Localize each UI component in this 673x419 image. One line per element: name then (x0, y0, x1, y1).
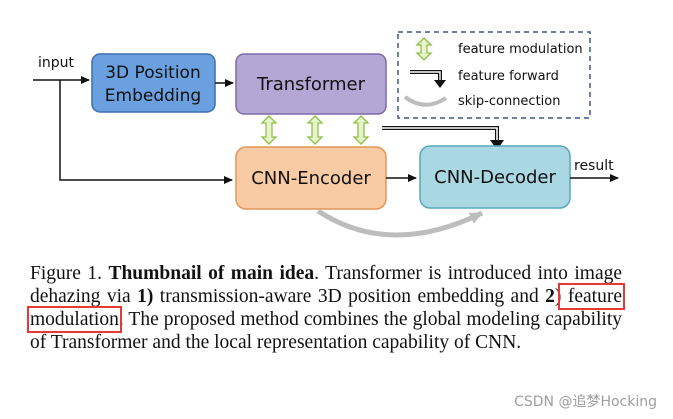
legend: feature modulation feature forward skip-… (397, 31, 591, 119)
caption-text-1: . Transformer is introduced into image d… (30, 263, 623, 307)
transformer-label: Transformer (256, 74, 366, 95)
cnn-decoder-box (419, 145, 571, 209)
modulation-arrows (260, 115, 370, 145)
caption-highlight: feature modulation (27, 283, 625, 333)
legend-skip-label: skip-connection (458, 94, 560, 109)
figure-caption: Figure 1. Thumbnail of main idea. Transf… (27, 262, 625, 354)
transformer-box (235, 53, 387, 115)
caption-num-2: 2 (545, 286, 555, 307)
transformer-node: Transformer (235, 53, 387, 115)
caption-text-2: transmission-aware 3D position embedding… (153, 286, 546, 307)
legend-forward-arrowhead (434, 80, 446, 88)
feature-forward-arrow (382, 126, 499, 142)
result-label: result (574, 158, 614, 174)
feature-forward-arrow-inner (382, 127, 498, 142)
position-embedding-label-2: Embedding (105, 86, 201, 106)
caption-num-1: 1) (137, 286, 154, 307)
input-label: input (38, 55, 75, 71)
legend-box (397, 31, 591, 119)
legend-forward-label: feature forward (458, 69, 559, 84)
legend-forward-icon-inner (410, 71, 441, 82)
input-branch-line (59, 80, 233, 184)
feature-forward-arrowhead (490, 140, 504, 150)
cnn-encoder-node: CNN-Encoder (235, 146, 387, 210)
skip-connection-arrow (316, 208, 484, 238)
cnn-decoder-label: CNN-Decoder (434, 167, 556, 188)
watermark: CSDN @追梦Hocking (514, 394, 657, 410)
legend-modulation-icon (415, 37, 433, 61)
architecture-diagram: input 3D Position Embedding Transformer … (33, 31, 619, 238)
caption-text-3: ) (554, 286, 562, 307)
legend-modulation-label: feature modulation (458, 42, 583, 57)
modulation-arrow (306, 115, 324, 145)
cnn-decoder-node: CNN-Decoder (419, 145, 571, 209)
position-embedding-node: 3D Position Embedding (91, 53, 216, 113)
modulation-arrow (260, 115, 278, 145)
position-embedding-label-1: 3D Position (105, 63, 201, 83)
legend-skip-icon (403, 95, 448, 107)
caption-bold-title: Thumbnail of main idea (108, 263, 315, 284)
caption-text-4: . The proposed method combines the globa… (30, 309, 622, 353)
caption-figure-label: Figure 1. (30, 263, 102, 284)
cnn-encoder-label: CNN-Encoder (251, 168, 371, 189)
modulation-arrow (352, 115, 370, 145)
